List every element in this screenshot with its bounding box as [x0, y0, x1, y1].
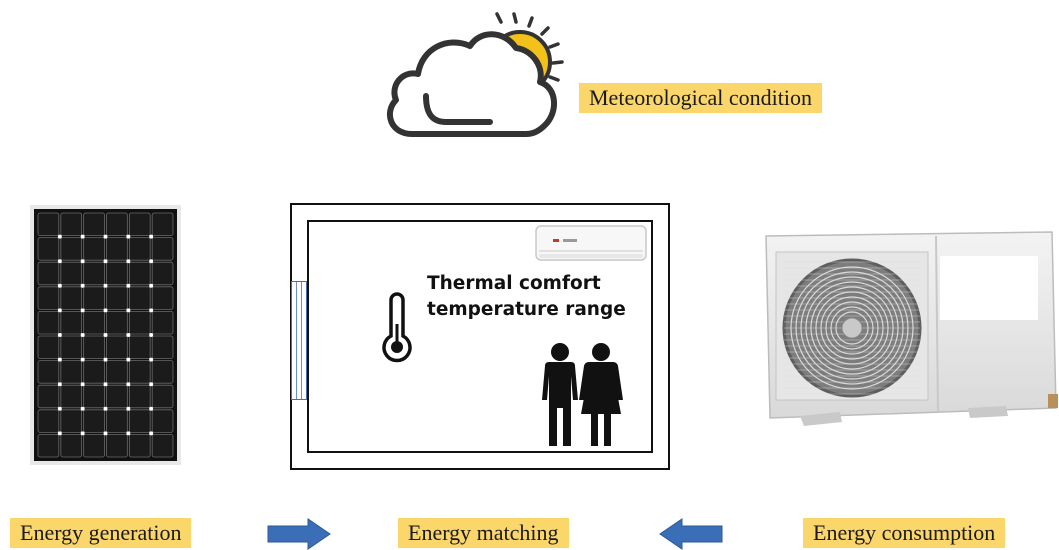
room-inner-wall [307, 220, 653, 453]
meteorological-condition-label: Meteorological condition [579, 83, 822, 113]
energy-consumption-label: Energy consumption [803, 518, 1006, 548]
room-window [291, 281, 307, 400]
room-text-line1: Thermal comfort [427, 273, 601, 294]
people-icon [542, 343, 623, 446]
weather-cloud-sun-icon [386, 12, 564, 137]
solar-panel-icon [30, 205, 181, 465]
energy-generation-label: Energy generation [10, 518, 192, 548]
air-conditioner-indoor-icon [535, 225, 647, 261]
arrow-right-icon [267, 518, 331, 550]
thermometer-icon [382, 292, 412, 363]
ac-outdoor-unit-icon [765, 231, 1058, 426]
arrow-left-icon [659, 518, 723, 550]
energy-matching-label: Energy matching [398, 518, 569, 548]
room-text-line2: temperature range [427, 299, 626, 320]
